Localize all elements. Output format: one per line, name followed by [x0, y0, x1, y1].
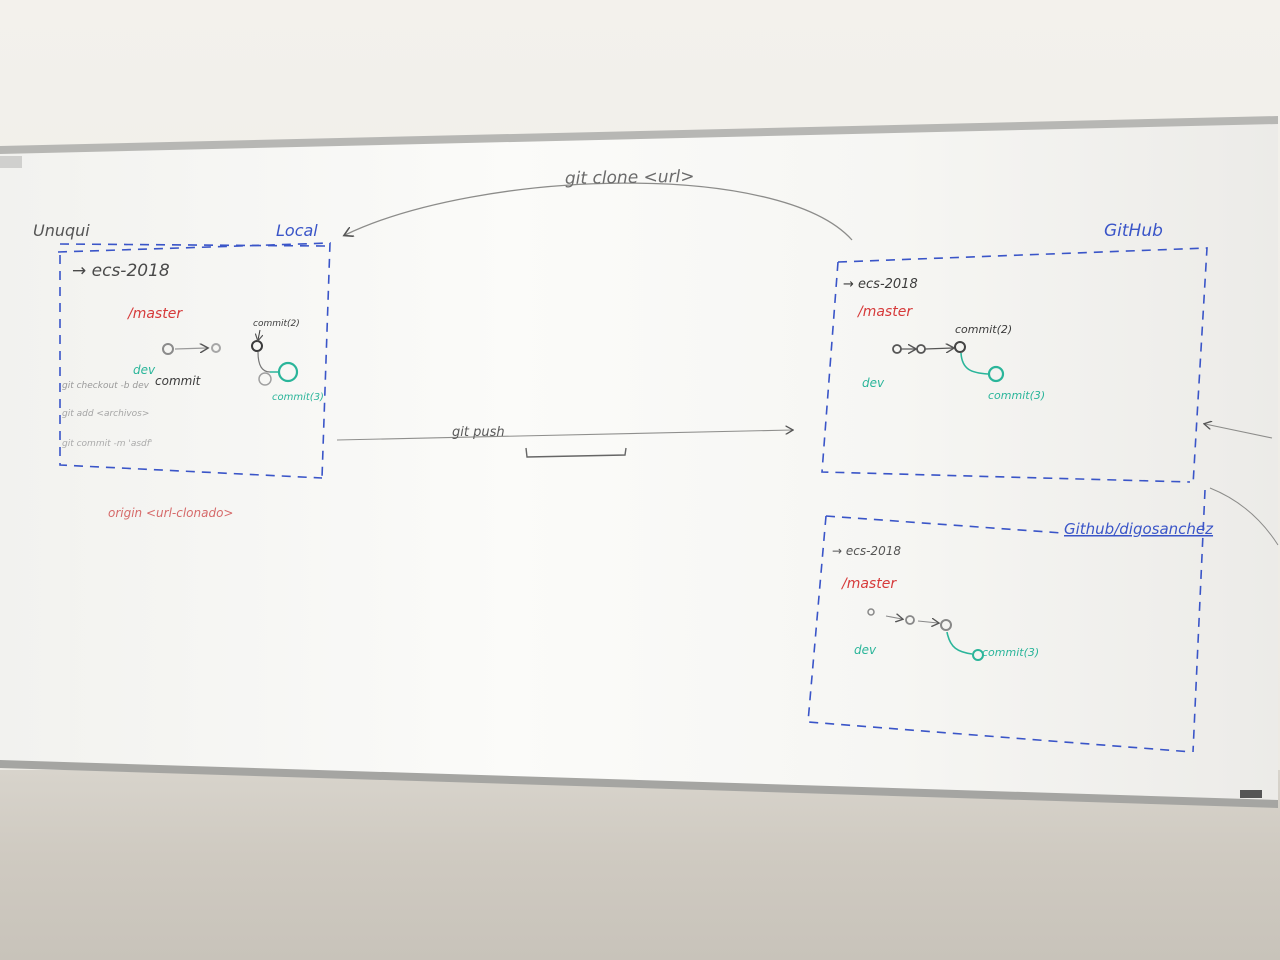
- local-box: [57, 242, 331, 479]
- clone-label: git clone <url>: [565, 167, 695, 189]
- local-commit-node: [277, 361, 299, 383]
- fork-repo: → ecs-2018: [832, 544, 901, 558]
- fork-side-curve: [1209, 487, 1279, 546]
- fork-title: Github/digosanchez: [1064, 520, 1214, 538]
- github-box: [821, 247, 1208, 486]
- local-cmd-2: git add <archivos>: [62, 409, 149, 419]
- wall: [0, 770, 1280, 960]
- whiteboard-frame-top: [0, 116, 1278, 154]
- github-branch-master: /master: [856, 304, 913, 320]
- github-side-arrow: [1205, 424, 1273, 439]
- github-commit-node: [987, 365, 1005, 383]
- local-branch-master: /master: [126, 306, 183, 322]
- push-arrow: [336, 430, 792, 441]
- local-edge: [174, 348, 207, 349]
- local-commit-node: [258, 372, 272, 386]
- local-commit-label: commit: [155, 374, 202, 388]
- github-edge: [924, 348, 953, 349]
- local-title: Local: [276, 221, 318, 240]
- push-label: git push: [452, 425, 505, 440]
- fork-edge: [885, 616, 902, 619]
- marker-tray-cap: [1240, 790, 1262, 798]
- local-branch-edge: [257, 351, 271, 373]
- whiteboard-frame-bottom: [0, 760, 1278, 808]
- github-repo: → ecs-2018: [843, 277, 918, 292]
- github-commit2-label: commit(2): [955, 323, 1012, 336]
- fork-box: [807, 489, 1206, 753]
- fork-commit-node: [972, 649, 984, 661]
- fork-commit-node: [867, 608, 875, 616]
- local-cmd-1: git checkout -b dev: [62, 381, 150, 391]
- local-cmd-3: git commit -m 'asdf': [62, 439, 152, 449]
- github-title: GitHub: [1104, 221, 1163, 241]
- fork-commit3-label: commit(3): [982, 646, 1039, 659]
- local-commit-node: [211, 343, 221, 353]
- fork-branch-master: /master: [840, 576, 897, 592]
- local-owner: Unuqui: [33, 221, 90, 240]
- fork-branch-dev: dev: [854, 643, 877, 657]
- github-branch-edge: [960, 352, 989, 375]
- local-commit3-label: commit(3): [272, 392, 324, 403]
- github-commit3-label: commit(3): [988, 389, 1045, 402]
- fork-commit-node: [940, 619, 952, 631]
- local-commit2-label: commit(2): [253, 319, 300, 329]
- fork-commit-node: [905, 615, 915, 625]
- origin-label: origin <url-clonado>: [108, 506, 233, 520]
- local-branch-dev: dev: [133, 363, 156, 377]
- whiteboard: [0, 120, 1278, 805]
- local-commit-node: [162, 343, 174, 355]
- local-edge: [258, 329, 260, 340]
- github-commit-node: [954, 341, 966, 353]
- local-box-top-ext: [59, 243, 326, 247]
- github-branch-dev: dev: [862, 376, 885, 390]
- frame-clip-left: [0, 156, 22, 168]
- local-repo: → ecs-2018: [72, 261, 170, 281]
- clone-arrow: [345, 182, 853, 241]
- push-bracket: [525, 447, 627, 458]
- fork-branch-edge: [946, 631, 973, 655]
- fork-edge: [917, 621, 938, 623]
